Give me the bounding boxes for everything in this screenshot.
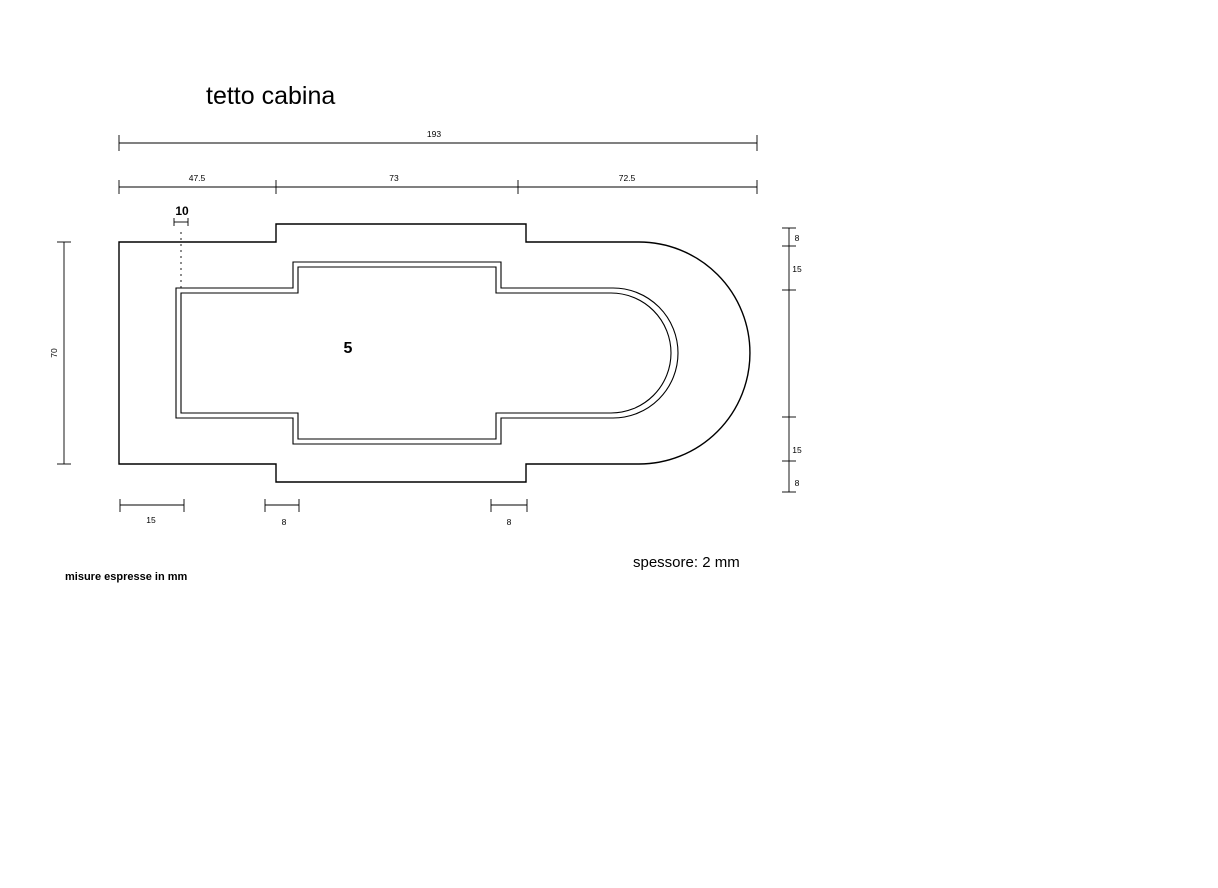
dimension-label-segment-middle: 73 [389,173,399,183]
dimension-label-bottom-left: 15 [146,515,156,525]
drawing-title: tetto cabina [206,82,335,110]
dimension-label-right-top: 8 [795,233,800,243]
dimension-label-flange: 10 [175,204,189,218]
part-inner-fold-inner [180,266,672,440]
dimension-label-right-upper: 15 [792,264,802,274]
note-units: misure espresse in mm [65,571,188,583]
dimension-label-right-lower: 15 [792,445,802,455]
dimension-label-segment-right: 72.5 [619,173,636,183]
center-panel-label: 5 [344,340,353,357]
dimension-top-segments: 47.5 73 72.5 [118,173,758,194]
dimension-right-vertical: 8 15 15 8 [782,227,802,493]
dimension-label-overall-height: 70 [49,348,59,358]
dimension-label-right-bottom: 8 [795,478,800,488]
note-thickness: spessore: 2 mm [633,554,740,571]
dimension-label-segment-left: 47.5 [189,173,206,183]
dimension-label-overall-width: 193 [427,129,441,139]
dimension-overall-width: 193 [118,129,758,151]
dimension-label-bottom-right: 8 [507,517,512,527]
dimension-bottom-segments: 15 8 8 [119,499,528,527]
part-inner-fold-outer [175,261,679,445]
dimension-flange-width: 10 [173,204,189,288]
dimension-label-bottom-middle: 8 [282,517,287,527]
part-outer-outline [118,223,751,483]
dimension-overall-height: 70 [49,241,71,465]
